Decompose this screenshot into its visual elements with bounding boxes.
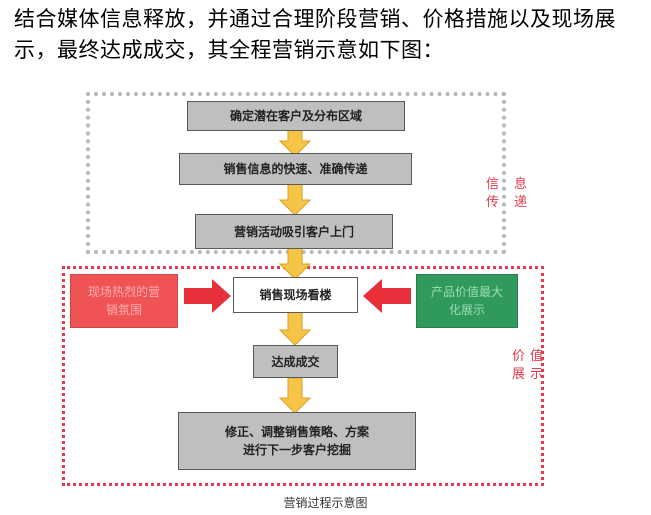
info-delivery-label-left: 信 传	[486, 177, 500, 210]
left-arrow	[363, 279, 411, 313]
down-arrow-3	[279, 248, 311, 280]
diagram-caption: 营销过程示意图	[283, 496, 368, 510]
value-display-label-right: 值 示	[530, 349, 544, 382]
atmosphere-box: 现场热烈的营 销氛围	[70, 274, 178, 328]
info-delivery-label-right: 息 递	[514, 177, 528, 210]
down-arrow-5	[279, 378, 311, 414]
right-arrow	[184, 279, 231, 313]
step-site-visit: 销售现场看楼	[233, 277, 358, 313]
step-close-deal: 达成成交	[253, 345, 338, 378]
step-identify-customers: 确定潜在客户及分布区域	[187, 101, 405, 131]
intro-paragraph: 结合媒体信息释放，并通过合理阶段营销、价格措施以及现场展示，最终达成成交，其全程…	[14, 7, 616, 62]
value-display-label-left: 价 展	[512, 349, 526, 382]
step-info-delivery: 销售信息的快速、准确传递	[179, 153, 412, 185]
value-display-box: 产品价值最大 化展示	[416, 274, 518, 328]
down-arrow-4	[279, 312, 311, 346]
down-arrow-2	[279, 184, 311, 216]
step-attract-visitors: 营销活动吸引客户上门	[195, 214, 393, 249]
step-adjust-strategy: 修正、调整销售策略、方案 进行下一步客户挖掘	[178, 412, 416, 470]
down-arrow-1	[279, 129, 311, 157]
